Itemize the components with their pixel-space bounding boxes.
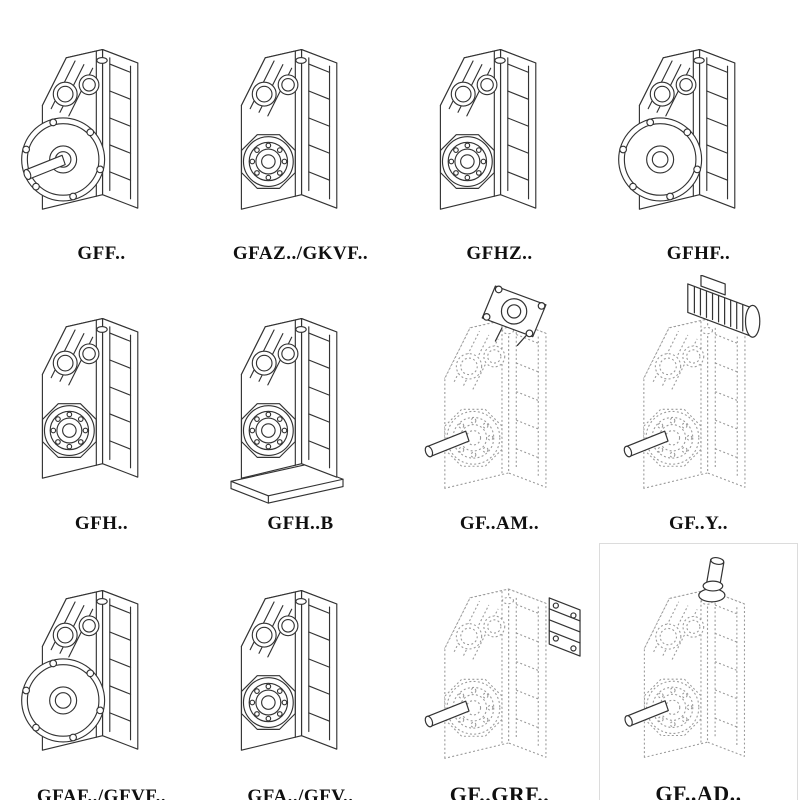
gearbox-line-art bbox=[21, 589, 139, 751]
model-label: GF..GRF.. bbox=[449, 782, 550, 800]
model-label: GFHF.. bbox=[666, 243, 731, 265]
gearbox-drawing-gf-grf bbox=[423, 588, 581, 759]
gearbox-drawing-gfaz bbox=[240, 48, 338, 210]
catalog-item-gfhz: GFHZ.. bbox=[400, 4, 599, 273]
gearbox-drawing-gfaf bbox=[21, 589, 139, 751]
catalog-item-gff: GFF.. bbox=[2, 4, 201, 273]
catalog-item-gfh-b: GFH..B bbox=[201, 273, 400, 542]
phantom-housing bbox=[643, 318, 746, 490]
gearbox-line-art bbox=[240, 48, 338, 210]
gearbox-drawing-gf-ad bbox=[623, 555, 746, 758]
model-label: GF..AM.. bbox=[459, 512, 540, 534]
catalog-item-gfa-gfv: GFA../GFV.. bbox=[201, 543, 400, 800]
catalog-item-gf-ad: GF..AD.. bbox=[599, 542, 798, 800]
phantom-housing bbox=[444, 588, 547, 759]
gearbox-drawing-gf-am bbox=[423, 285, 547, 490]
gearbox-line-art bbox=[618, 48, 736, 210]
gearbox-line-art bbox=[423, 588, 581, 759]
hollow-shaft-bearing bbox=[240, 134, 296, 189]
gearbox-line-art bbox=[623, 555, 746, 758]
catalog-item-gf-y: GF..Y.. bbox=[599, 273, 798, 542]
hollow-shaft-bearing bbox=[240, 403, 296, 459]
gearbox-drawing-gfa bbox=[240, 589, 338, 751]
gearbox-line-art bbox=[423, 285, 547, 490]
output-flange bbox=[21, 658, 106, 743]
catalog-item-gf-am: GF..AM.. bbox=[400, 273, 599, 542]
gearbox-line-art bbox=[240, 589, 338, 751]
gearbox-drawing-gfhf bbox=[618, 48, 736, 210]
gearbox-drawing-gff bbox=[21, 48, 139, 210]
gearbox-drawing-gfh-b bbox=[230, 318, 344, 505]
model-label: GFHZ.. bbox=[466, 243, 533, 265]
gearbox-drawing-gfh bbox=[41, 318, 139, 480]
input-shaft-adapter bbox=[698, 555, 726, 603]
phantom-housing bbox=[444, 318, 547, 490]
side-adapter-plate bbox=[548, 597, 581, 657]
model-label: GFA../GFV.. bbox=[247, 786, 354, 800]
model-label: GF..AD.. bbox=[655, 781, 742, 800]
phantom-housing bbox=[643, 589, 746, 758]
gearbox-line-art bbox=[41, 318, 139, 480]
model-label: GFF.. bbox=[77, 243, 126, 265]
model-label: GFAF../GFVF.. bbox=[36, 786, 167, 800]
gearbox-line-art bbox=[439, 48, 537, 210]
catalog-item-gfhf: GFHF.. bbox=[599, 4, 798, 273]
model-label: GFH.. bbox=[74, 512, 129, 534]
gearbox-line-art bbox=[622, 275, 761, 490]
catalog-item-gf-grf: GF..GRF.. bbox=[400, 543, 599, 800]
model-label: GF..Y.. bbox=[668, 512, 729, 534]
catalog-item-gfaf-gfvf: GFAF../GFVF.. bbox=[2, 543, 201, 800]
model-label: GFAZ../GKVF.. bbox=[232, 243, 369, 265]
output-flange bbox=[618, 117, 703, 202]
hollow-shaft-bearing bbox=[41, 403, 97, 459]
gearbox-drawing-gfhz bbox=[439, 48, 537, 210]
model-label: GFH..B bbox=[267, 512, 334, 534]
hollow-shaft-bearing bbox=[439, 134, 495, 189]
gearbox-line-art bbox=[230, 318, 344, 505]
gearbox-drawing-gf-y bbox=[622, 275, 761, 490]
hollow-shaft-bearing bbox=[240, 674, 296, 730]
catalog-item-gfh: GFH.. bbox=[2, 273, 201, 542]
gearbox-line-art bbox=[21, 48, 139, 210]
catalog-item-gfaz-gkvf: GFAZ../GKVF.. bbox=[201, 4, 400, 273]
